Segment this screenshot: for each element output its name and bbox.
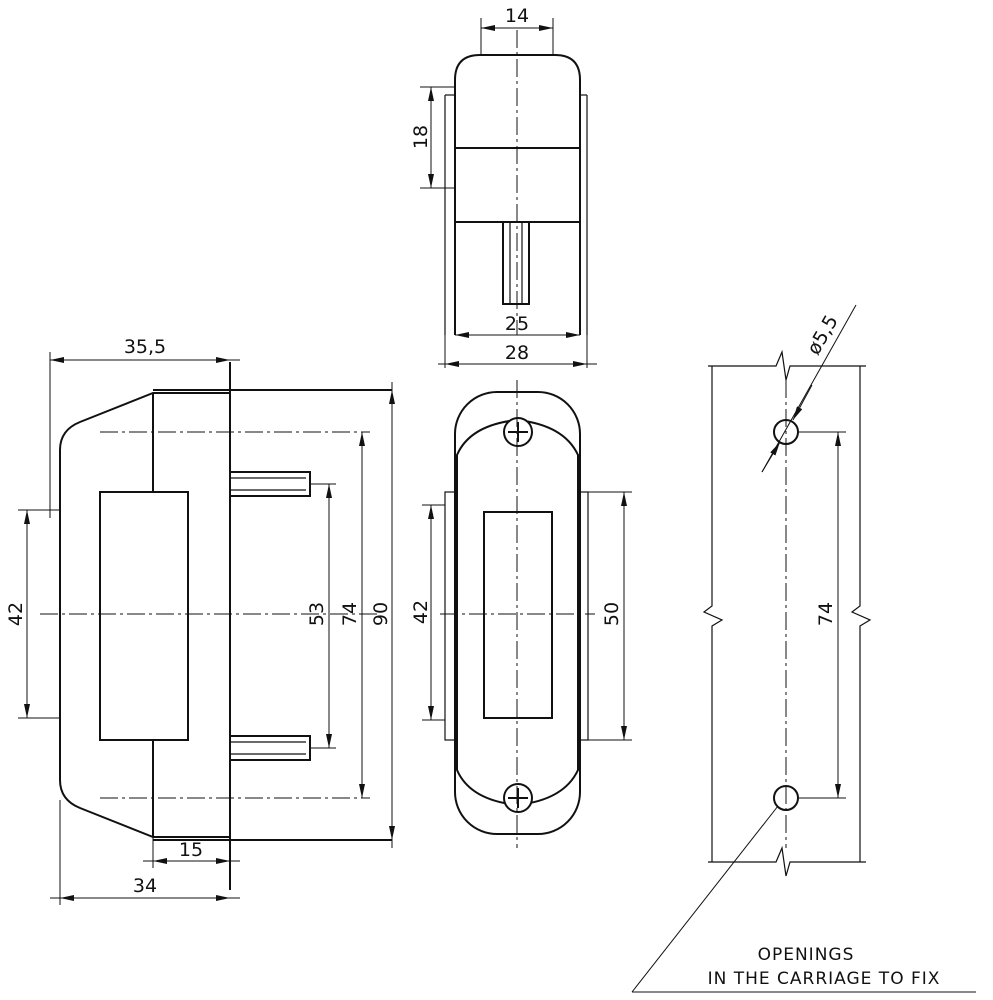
carriage-openings-view: 74 ø5,5 OPENINGS IN THE CARRIAGE TO FIX — [631, 304, 976, 993]
dim-label-50: 50 — [601, 602, 623, 626]
note-line-1: OPENINGS — [758, 945, 855, 965]
stud-body — [229, 735, 311, 761]
side-view: 35,5 42 53 74 90 15 34 — [5, 336, 395, 905]
dim-label-18: 18 — [410, 125, 432, 149]
top-view: 14 18 25 28 — [410, 5, 597, 368]
dim-label-14: 14 — [505, 5, 529, 27]
lower-screw — [503, 783, 533, 813]
dim-label-25: 25 — [505, 313, 529, 335]
side-view-body — [59, 392, 230, 838]
dim-label-diameter: ø5,5 — [803, 311, 843, 358]
dim-label-74-side: 74 — [339, 602, 361, 626]
break-line-bottom — [708, 845, 866, 877]
dim-label-42-side: 42 — [5, 602, 27, 626]
break-line-right — [850, 366, 872, 862]
front-view-lens — [483, 511, 553, 719]
upper-stud — [229, 471, 311, 497]
break-line-left — [702, 366, 724, 862]
dim-label-34: 34 — [133, 875, 157, 897]
dim-label-53: 53 — [306, 602, 328, 626]
front-view-flange-right — [579, 491, 589, 741]
dim-label-28: 28 — [505, 342, 529, 364]
upper-screw — [503, 417, 533, 447]
diameter-arrow — [761, 441, 781, 473]
side-view-lens-window — [99, 491, 189, 741]
dim-label-35-5: 35,5 — [124, 336, 166, 358]
dim-label-90: 90 — [370, 602, 392, 626]
break-line-top — [708, 349, 866, 381]
top-view-stud — [502, 221, 530, 305]
stud-body — [229, 471, 311, 497]
dim-label-42-front: 42 — [410, 600, 432, 624]
dim-label-15: 15 — [179, 839, 203, 861]
dim-label-74-carriage: 74 — [815, 602, 837, 626]
diameter-arrow — [792, 384, 813, 421]
note-leader — [631, 805, 779, 993]
note-line-2: IN THE CARRIAGE TO FIX — [708, 969, 941, 989]
lower-stud — [229, 735, 311, 761]
diameter-leader — [761, 304, 857, 473]
front-view-flange-left — [444, 491, 456, 741]
front-view-inner-outline — [456, 418, 579, 807]
front-view: 42 50 — [410, 380, 632, 848]
